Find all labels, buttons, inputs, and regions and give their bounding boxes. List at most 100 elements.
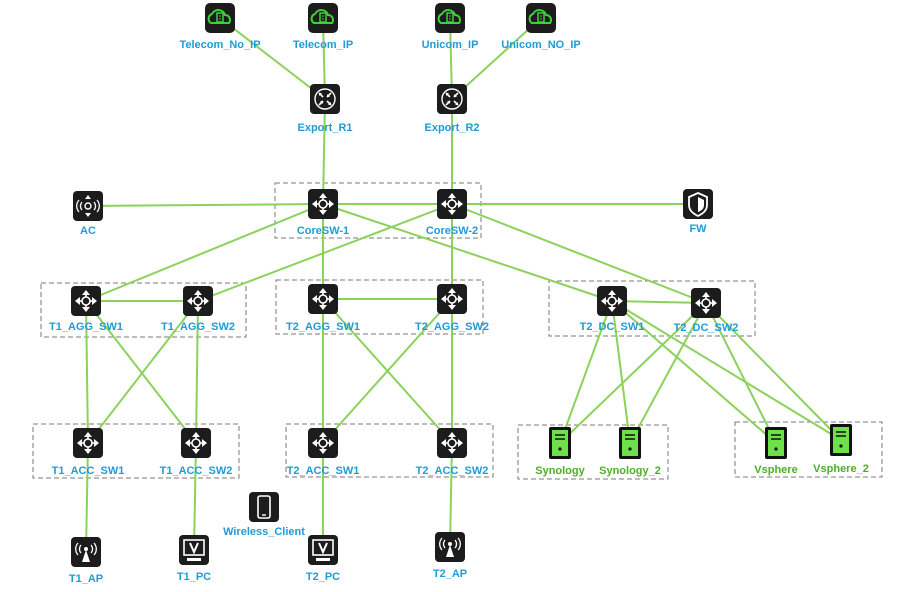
cloud-icon: [308, 3, 338, 33]
phone-icon: [249, 492, 279, 522]
node-t1-ap[interactable]: [71, 537, 101, 567]
node-vsphere-2[interactable]: [830, 424, 852, 456]
node-t2-agg-sw1[interactable]: [308, 284, 338, 314]
node-t2-dc-sw2[interactable]: [691, 288, 721, 318]
pc-icon: [308, 535, 338, 565]
node-t2-agg-sw1-label: T2_AGG_SW1: [286, 321, 360, 333]
switch-icon: [437, 284, 467, 314]
router-icon: [310, 84, 340, 114]
switch-icon: [181, 428, 211, 458]
node-unicom-ip[interactable]: [435, 3, 465, 33]
node-t2-acc-sw1[interactable]: [308, 428, 338, 458]
node-t1-agg-sw1-label: T1_AGG_SW1: [49, 321, 123, 333]
link-coresw-2-to-t2-dc-sw2: [451, 203, 707, 304]
node-synology-2[interactable]: [619, 427, 641, 459]
switch-icon: [183, 286, 213, 316]
link-ac-to-coresw-1: [87, 203, 324, 207]
cloud-icon: [435, 3, 465, 33]
switch-icon: [73, 428, 103, 458]
node-coresw-2[interactable]: [437, 189, 467, 219]
node-t1-pc-label: T1_PC: [177, 571, 211, 583]
node-t1-agg-sw1[interactable]: [71, 286, 101, 316]
node-telecom-ip[interactable]: [308, 3, 338, 33]
link-t2-dc-sw2-to-synology: [559, 302, 707, 444]
router-icon: [437, 84, 467, 114]
node-t1-acc-sw2[interactable]: [181, 428, 211, 458]
node-synology[interactable]: [549, 427, 571, 459]
link-t1-acc-sw1-to-t1-ap: [85, 442, 89, 553]
link-t2-dc-sw1-to-vsphere: [611, 300, 777, 444]
node-export-r1-label: Export_R1: [297, 122, 352, 134]
link-t2-acc-sw2-to-t2-ap: [449, 442, 453, 548]
node-coresw-2-label: CoreSW-2: [426, 225, 478, 237]
node-t1-pc[interactable]: [179, 535, 209, 565]
node-t2-agg-sw2-label: T2_AGG_SW2: [415, 321, 489, 333]
node-unicom-ip-label: Unicom_IP: [422, 39, 479, 51]
node-t2-ap-label: T2_AP: [433, 568, 467, 580]
server-icon: [619, 427, 641, 459]
node-t2-ap[interactable]: [435, 532, 465, 562]
node-ac-label: AC: [80, 225, 96, 237]
server-icon: [765, 427, 787, 459]
node-vsphere[interactable]: [765, 427, 787, 459]
link-t2-dc-sw1-to-synology: [559, 300, 613, 444]
link-t2-dc-sw1-to-vsphere-2: [611, 300, 842, 441]
firewall-icon: [683, 189, 713, 219]
node-fw-label: FW: [689, 223, 707, 235]
node-telecom-no-ip[interactable]: [205, 3, 235, 33]
node-vsphere-2-label: Vsphere_2: [813, 463, 869, 475]
switch-icon: [71, 286, 101, 316]
node-wireless-client-label: Wireless_Client: [223, 526, 305, 538]
vsphere-group: [734, 421, 883, 478]
node-ac[interactable]: [73, 191, 103, 221]
link-t2-dc-sw2-to-vsphere-2: [705, 302, 842, 441]
node-unicom-no-ip[interactable]: [526, 3, 556, 33]
node-t2-acc-sw1-label: T2_ACC_SW1: [287, 465, 360, 477]
node-fw[interactable]: [683, 189, 713, 219]
node-telecom-ip-label: Telecom_IP: [293, 39, 353, 51]
storage-group: [517, 424, 669, 480]
node-synology-2-label: Synology_2: [599, 465, 661, 477]
node-wireless-client[interactable]: [249, 492, 279, 522]
server-icon: [549, 427, 571, 459]
link-coresw-2-to-t1-agg-sw2: [197, 203, 453, 302]
node-t2-dc-sw2-label: T2_DC_SW2: [674, 322, 739, 334]
t1-acc-group: [32, 423, 240, 479]
link-unicom-no-ip-to-export-r2: [451, 17, 542, 100]
node-coresw-1-label: CoreSW-1: [297, 225, 349, 237]
cloud-icon: [526, 3, 556, 33]
node-coresw-1[interactable]: [308, 189, 338, 219]
server-icon: [830, 424, 852, 456]
node-export-r2-label: Export_R2: [424, 122, 479, 134]
access-point-icon: [71, 537, 101, 567]
node-telecom-no-ip-label: Telecom_No_IP: [179, 39, 260, 51]
node-t2-pc-label: T2_PC: [306, 571, 340, 583]
switch-icon: [597, 286, 627, 316]
node-export-r2[interactable]: [437, 84, 467, 114]
nodes-layer: Telecom_No_IP Telecom_IP Unicom_IP Unicom_N…: [49, 3, 869, 585]
wireless-controller-icon: [73, 191, 103, 221]
link-t1-agg-sw1-to-t1-acc-sw1: [85, 300, 89, 444]
core-switch-group: [274, 182, 482, 239]
node-unicom-no-ip-label: Unicom_NO_IP: [501, 39, 580, 51]
link-t1-agg-sw1-to-t1-acc-sw2: [85, 300, 197, 444]
pc-icon: [179, 535, 209, 565]
node-t2-dc-sw1[interactable]: [597, 286, 627, 316]
node-t2-acc-sw2[interactable]: [437, 428, 467, 458]
link-export-r1-to-coresw-1: [322, 98, 326, 205]
node-export-r1[interactable]: [310, 84, 340, 114]
link-t2-dc-sw1-to-synology-2: [611, 300, 631, 444]
cloud-icon: [205, 3, 235, 33]
link-t1-acc-sw2-to-t1-pc: [193, 442, 197, 551]
link-t1-agg-sw2-to-t1-acc-sw1: [87, 300, 199, 444]
node-t1-acc-sw1-label: T1_ACC_SW1: [52, 465, 125, 477]
node-t1-agg-sw2[interactable]: [183, 286, 213, 316]
link-t2-dc-sw2-to-synology-2: [629, 302, 707, 444]
link-coresw-1-to-t2-dc-sw1: [322, 203, 613, 302]
node-synology-label: Synology: [535, 465, 585, 477]
link-telecom-no-ip-to-export-r1: [219, 17, 326, 100]
node-t1-acc-sw1[interactable]: [73, 428, 103, 458]
node-t2-agg-sw2[interactable]: [437, 284, 467, 314]
node-t2-pc[interactable]: [308, 535, 338, 565]
